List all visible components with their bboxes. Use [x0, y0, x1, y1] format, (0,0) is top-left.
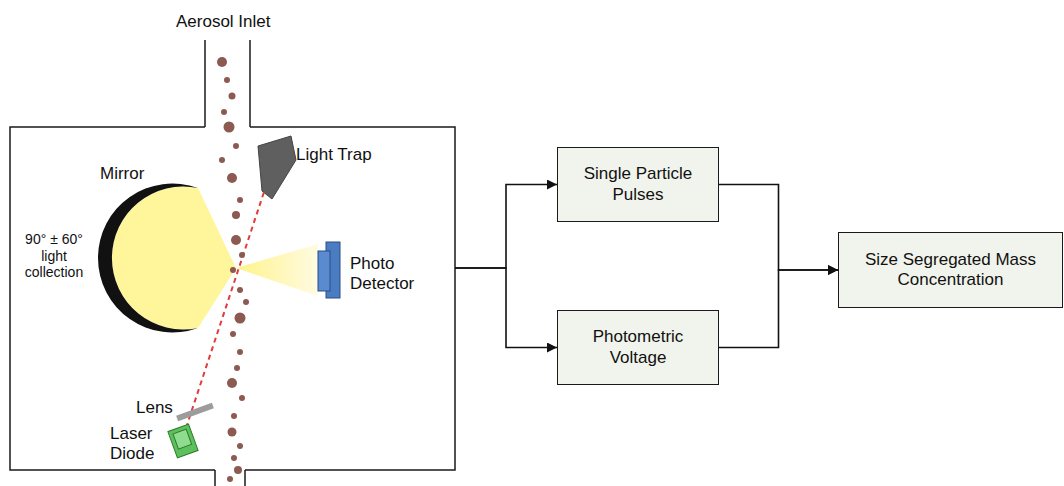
outlet-tube-wall	[244, 470, 246, 486]
particle	[230, 331, 236, 337]
part-label: Lens	[136, 398, 173, 418]
particle	[227, 378, 237, 388]
angle-note: 90° ± 60° light collection	[14, 231, 94, 281]
particle	[237, 349, 243, 355]
laser-diode-window	[173, 429, 192, 449]
laser-diode-body	[168, 424, 198, 458]
laser-diode-symbol	[168, 424, 198, 458]
signal-arrow	[455, 268, 557, 348]
particle	[239, 395, 245, 401]
outlet-tube-wall	[214, 470, 216, 486]
particle	[237, 287, 243, 293]
particle	[228, 428, 237, 437]
laser-beam	[186, 192, 264, 428]
particle	[232, 211, 240, 219]
particle	[227, 476, 233, 482]
light-trap-symbol	[258, 136, 296, 199]
part-label: Photo Detector	[350, 254, 430, 294]
mirror-symbol	[98, 184, 198, 333]
signal-arrow	[719, 270, 838, 348]
particle	[221, 109, 227, 115]
particle	[233, 143, 239, 149]
scattered-light-cone	[236, 244, 318, 296]
process-box: Single Particle Pulses	[557, 147, 719, 222]
particle	[224, 77, 230, 83]
aerosol-particles	[217, 57, 249, 482]
part-label: Laser Diode	[110, 424, 168, 464]
particle	[229, 93, 236, 100]
inlet-tube-wall	[249, 40, 251, 127]
process-box: Photometric Voltage	[557, 310, 719, 385]
box-label: Photometric Voltage	[566, 327, 710, 367]
signal-arrow	[455, 185, 557, 269]
output-box: Size Segregated Mass Concentration	[838, 232, 1063, 308]
particle	[231, 235, 241, 245]
particle	[217, 57, 227, 67]
photo-detector-symbol	[318, 251, 330, 291]
particle	[227, 173, 237, 183]
particle	[231, 455, 237, 461]
box-label: Size Segregated Mass Concentration	[847, 250, 1054, 290]
part-label: Light Trap	[296, 145, 372, 165]
particle	[224, 122, 235, 133]
signal-arrow	[719, 185, 838, 271]
particle	[219, 157, 225, 163]
particle	[243, 299, 249, 305]
inlet-tube-wall	[204, 40, 206, 127]
sensor-chamber: Light TrapMirror 90° ± 60° light collecti…	[10, 127, 455, 470]
part-label: Mirror	[100, 164, 144, 184]
particle	[234, 466, 242, 474]
particle	[234, 365, 240, 371]
particle	[231, 413, 237, 419]
particle	[235, 313, 246, 324]
particle	[237, 197, 243, 203]
box-label: Single Particle Pulses	[566, 164, 710, 204]
chamber-outline	[10, 127, 455, 470]
particle	[239, 252, 245, 258]
particle	[237, 443, 243, 449]
inlet-label: Aerosol Inlet	[176, 12, 271, 32]
particle	[230, 267, 236, 273]
lens-symbol	[176, 403, 214, 422]
